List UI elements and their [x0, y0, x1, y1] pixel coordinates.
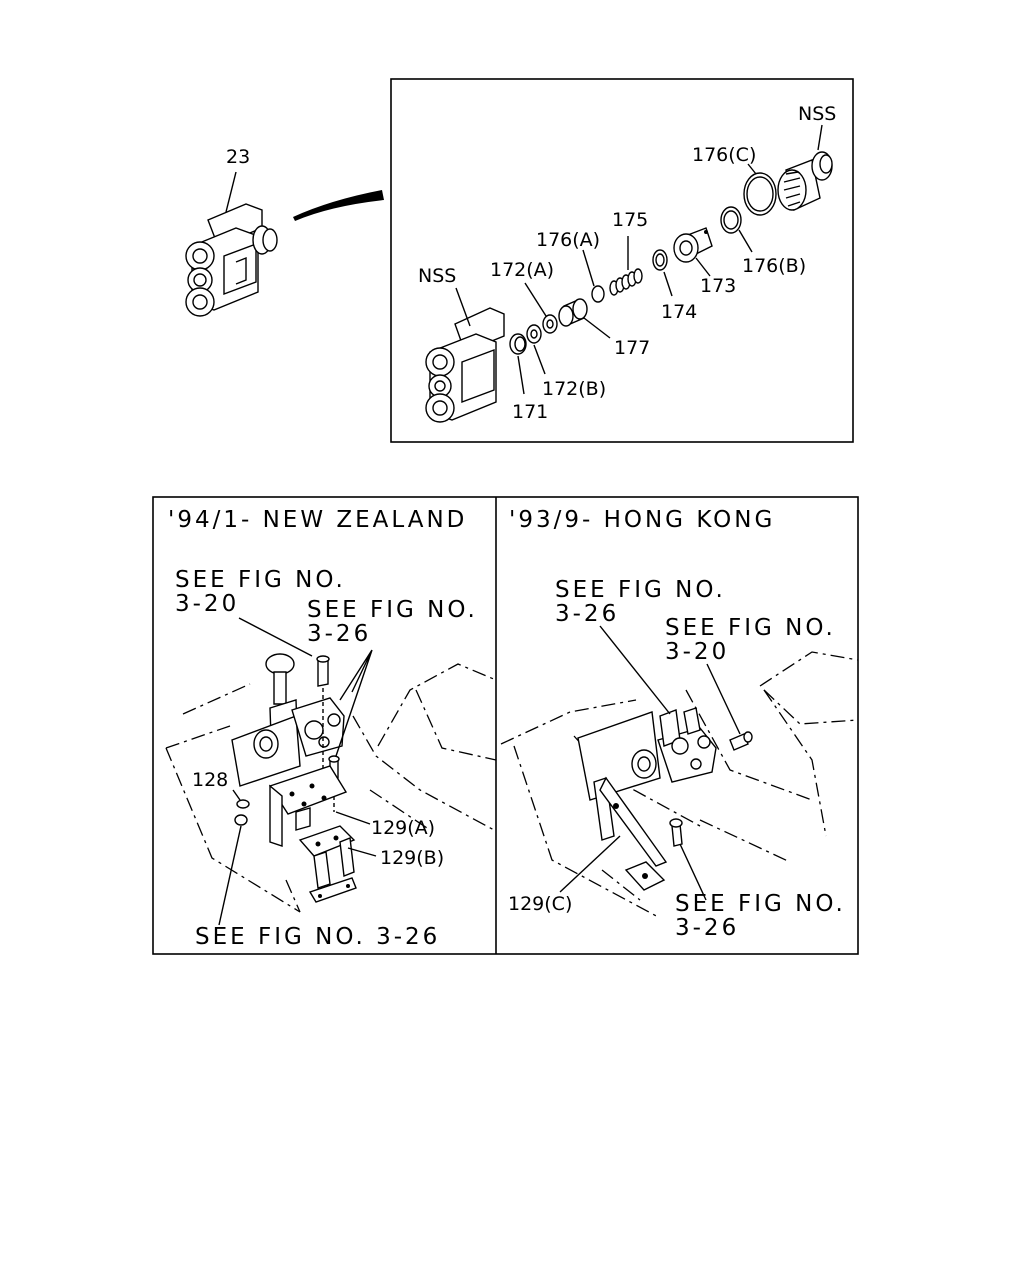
exploded-detail-box: NSS 176(C) 175 176(A) 172(A) NSS 176(B) …: [390, 78, 854, 443]
see-fig-3-20-line2: 3-20: [175, 591, 239, 617]
label-nss-top: NSS: [798, 103, 836, 125]
label-129b: 129(B): [380, 847, 444, 869]
label-177: 177: [614, 337, 650, 359]
see-fig-3-26-line2-hk: 3-26: [555, 601, 619, 627]
see-fig-3-20-line1-hk: SEE FIG NO.: [665, 615, 836, 641]
panel-title-hong-kong: '93/9- HONG KONG: [509, 507, 775, 533]
label-176b: 176(B): [742, 255, 806, 277]
label-171: 171: [512, 401, 548, 423]
see-fig-3-26-line1: SEE FIG NO.: [307, 597, 478, 623]
see-fig-3-20-line2-hk: 3-20: [665, 639, 729, 665]
label-129c: 129(C): [508, 893, 572, 915]
see-fig-3-20-line1: SEE FIG NO.: [175, 567, 346, 593]
panel-hong-kong: '93/9- HONG KONG SEE FIG NO. 3-26 SEE FI…: [500, 507, 859, 941]
label-176c: 176(C): [692, 144, 756, 166]
variant-panels-frame: [152, 496, 859, 955]
see-fig-3-26-bottom-line1-hk: SEE FIG NO.: [675, 891, 846, 917]
see-fig-3-26-bottom-line2-hk: 3-26: [675, 915, 739, 941]
panel-title-new-zealand: '94/1- NEW ZEALAND: [168, 507, 467, 533]
panel-new-zealand: '94/1- NEW ZEALAND SEE FIG NO. 3-20 SEE …: [165, 507, 497, 950]
label-129a: 129(A): [371, 817, 435, 839]
label-23: 23: [226, 146, 250, 168]
label-176a: 176(A): [536, 229, 600, 251]
label-128: 128: [192, 769, 228, 791]
label-nss-left: NSS: [418, 265, 456, 287]
label-172b: 172(B): [542, 378, 606, 400]
see-fig-3-26-line1-hk: SEE FIG NO.: [555, 577, 726, 603]
label-174: 174: [661, 301, 697, 323]
see-fig-3-26-bottom: SEE FIG NO. 3-26: [195, 924, 440, 950]
label-173: 173: [700, 275, 736, 297]
see-fig-3-26-line2: 3-26: [307, 621, 371, 647]
label-172a: 172(A): [490, 259, 554, 281]
label-175: 175: [612, 209, 648, 231]
valve-assembly-23: 23: [185, 146, 384, 317]
